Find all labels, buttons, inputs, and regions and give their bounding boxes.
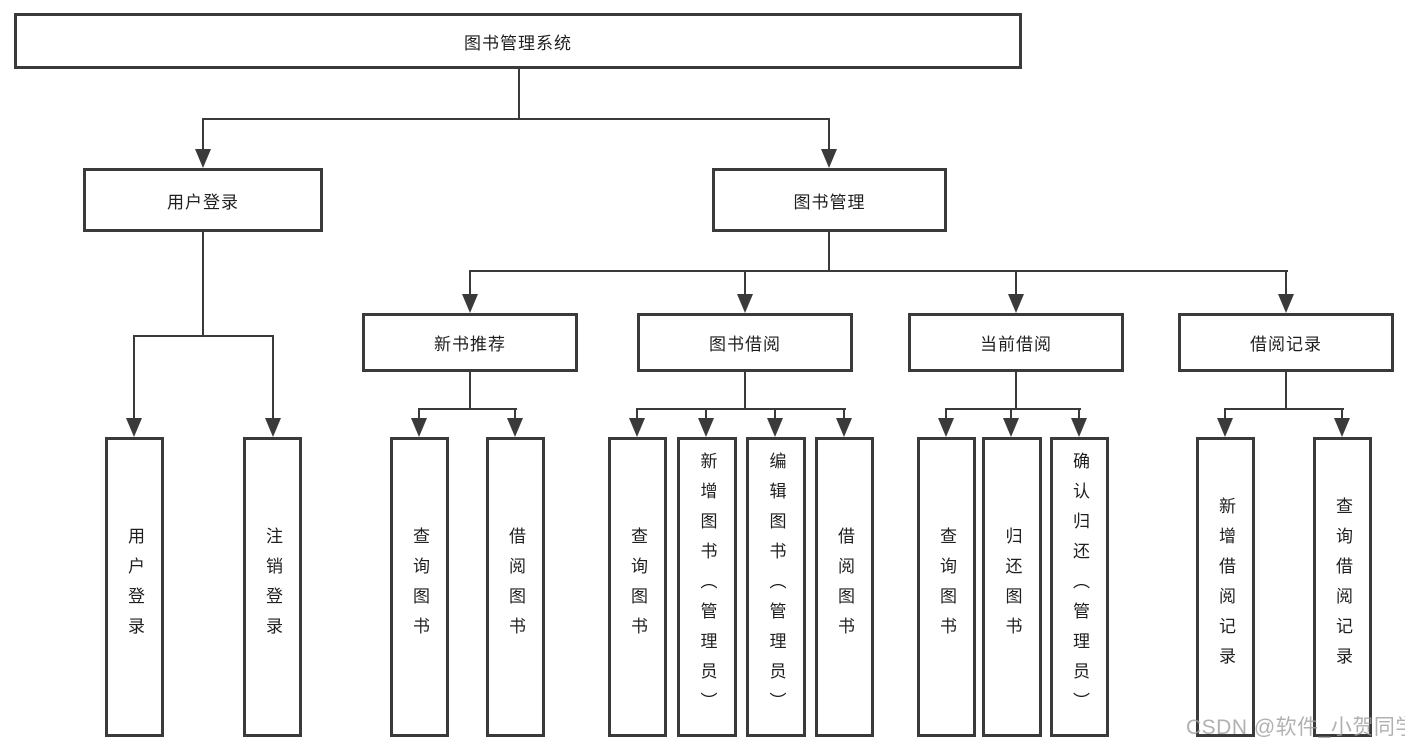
connector-vline [469,372,471,408]
leaf-label: 查询图书 [937,527,956,647]
connector-hline [637,408,846,410]
connector-vline [202,232,204,335]
leaf-query-borrow-record: 查询借阅记录 [1313,437,1372,737]
leaf-query-books-current: 查询图书 [917,437,976,737]
connector-vline [828,232,830,270]
connector-vline [828,118,830,151]
node-book-borrow: 图书借阅 [637,313,853,372]
arrow-down-icon [1003,418,1019,437]
arrow-down-icon [836,418,852,437]
arrow-down-icon [698,418,714,437]
arrow-down-icon [195,149,211,168]
connector-hline [202,118,830,120]
connector-hline [946,408,1081,410]
node-borrow-records: 借阅记录 [1178,313,1394,372]
arrow-down-icon [126,418,142,437]
connector-vline [202,118,204,151]
arrow-down-icon [265,418,281,437]
arrow-down-icon [767,418,783,437]
leaf-label: 注销登录 [263,527,282,647]
leaf-label: 新增借阅记录 [1216,497,1235,677]
connector-vline [1010,408,1012,420]
connector-vline [1015,372,1017,408]
arrow-down-icon [938,418,954,437]
leaf-borrow-books: 借阅图书 [815,437,874,737]
leaf-label: 新增图书（管理员） [697,452,717,722]
leaf-edit-books-admin: 编辑图书（管理员） [746,437,806,737]
connector-vline [774,408,776,420]
connector-vline [1078,408,1080,420]
connector-vline [705,408,707,420]
leaf-label: 查询借阅记录 [1333,497,1352,677]
node-current-borrow: 当前借阅 [908,313,1124,372]
connector-hline [469,270,1288,272]
connector-hline [1225,408,1344,410]
leaf-label: 查询图书 [410,527,429,647]
leaf-label: 归还图书 [1002,527,1022,647]
connector-vline [518,68,520,118]
leaf-label: 编辑图书（管理员） [766,452,786,722]
connector-vline [272,335,274,419]
connector-vline [1015,270,1017,296]
leaf-query-books-recommend: 查询图书 [390,437,449,737]
arrow-down-icon [821,149,837,168]
connector-vline [469,270,471,296]
leaf-user-login: 用户登录 [105,437,164,737]
arrow-down-icon [1334,418,1350,437]
leaf-logout: 注销登录 [243,437,302,737]
connector-vline [843,408,845,420]
node-new-book-recommend: 新书推荐 [362,313,578,372]
node-book-management: 图书管理 [712,168,947,232]
connector-vline [514,408,516,420]
arrow-down-icon [411,418,427,437]
arrow-down-icon [737,294,753,313]
connector-vline [1285,372,1287,408]
arrow-down-icon [1217,418,1233,437]
connector-vline [1285,270,1287,296]
leaf-return-books: 归还图书 [982,437,1042,737]
leaf-label: 用户登录 [125,527,144,647]
leaf-query-books-borrow: 查询图书 [608,437,667,737]
leaf-borrow-books-recommend: 借阅图书 [486,437,545,737]
leaf-label: 借阅图书 [835,527,854,647]
connector-vline [133,335,135,419]
arrow-down-icon [629,418,645,437]
connector-vline [418,408,420,420]
connector-vline [945,408,947,420]
arrow-down-icon [1008,294,1024,313]
arrow-down-icon [1071,418,1087,437]
connector-hline [419,408,517,410]
leaf-label: 确认归还（管理员） [1070,452,1089,722]
leaf-add-books-admin: 新增图书（管理员） [677,437,737,737]
node-user-login: 用户登录 [83,168,323,232]
arrow-down-icon [462,294,478,313]
node-library-system: 图书管理系统 [14,13,1022,69]
connector-vline [1341,408,1343,420]
connector-vline [1224,408,1226,420]
leaf-label: 查询图书 [628,527,647,647]
leaf-label: 借阅图书 [506,527,525,647]
arrow-down-icon [507,418,523,437]
arrow-down-icon [1278,294,1294,313]
connector-vline [744,372,746,408]
connector-hline [133,335,274,337]
connector-vline [744,270,746,296]
connector-vline [636,408,638,420]
leaf-add-borrow-record: 新增借阅记录 [1196,437,1255,737]
csdn-watermark: CSDN @软件_小贺同学 [1186,716,1405,739]
leaf-confirm-return-admin: 确认归还（管理员） [1050,437,1109,737]
